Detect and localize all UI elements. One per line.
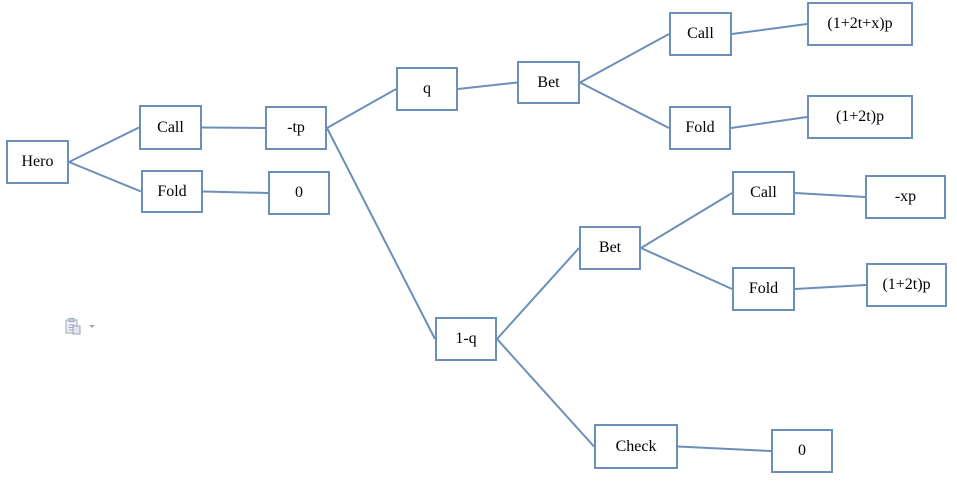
- node-call-3: Call: [732, 171, 795, 215]
- node-fold-3: Fold: [732, 267, 795, 311]
- edge-fold3-to-payoff4: [794, 284, 867, 290]
- edge-call1-to-neg-tp: [201, 126, 266, 129]
- edge-hero-to-call1: [68, 126, 140, 163]
- edge-one-minus-q-to-check: [496, 338, 595, 448]
- edge-fold2-to-payoff2: [730, 116, 808, 129]
- edge-q-to-bet1: [457, 81, 518, 90]
- node-zero-1: 0: [268, 171, 330, 215]
- edge-neg-tp-to-q: [326, 88, 397, 129]
- node-bet-2: Bet: [579, 226, 641, 270]
- node-fold-2: Fold: [669, 106, 731, 150]
- node-fold-1: Fold: [141, 170, 203, 213]
- node-payoff-4: (1+2t)p: [866, 263, 947, 307]
- paste-options-icon: [65, 318, 81, 335]
- node-payoff-3: -xp: [865, 175, 946, 219]
- edge-call2-to-payoff1: [731, 23, 808, 35]
- edge-one-minus-q-to-bet2: [496, 247, 580, 340]
- node-zero-2: 0: [771, 429, 833, 473]
- edge-bet2-to-call3: [640, 192, 733, 249]
- edge-call3-to-payoff3: [794, 192, 866, 198]
- edge-fold1-to-zero1: [202, 190, 269, 194]
- edge-bet1-to-call2: [579, 33, 670, 84]
- node-call-2: Call: [669, 12, 732, 56]
- node-one-minus-q: 1-q: [435, 317, 497, 361]
- node-payoff-2: (1+2t)p: [807, 95, 913, 139]
- node-bet-1: Bet: [517, 61, 580, 104]
- node-neg-tp: -tp: [265, 106, 327, 150]
- edge-bet1-to-fold2: [579, 81, 670, 129]
- node-hero: Hero: [6, 140, 69, 184]
- node-check: Check: [594, 424, 678, 469]
- node-call-1: Call: [139, 105, 202, 150]
- node-payoff-1: (1+2t+x)p: [807, 2, 913, 46]
- edge-bet2-to-fold3: [640, 247, 733, 290]
- node-q: q: [396, 67, 458, 111]
- dropdown-arrow-icon: [89, 325, 95, 328]
- paste-options-widget[interactable]: [64, 318, 100, 336]
- edge-neg-tp-to-one-minus-q: [326, 127, 436, 340]
- edge-check-to-zero2: [677, 445, 772, 452]
- edge-hero-to-fold1: [68, 161, 142, 193]
